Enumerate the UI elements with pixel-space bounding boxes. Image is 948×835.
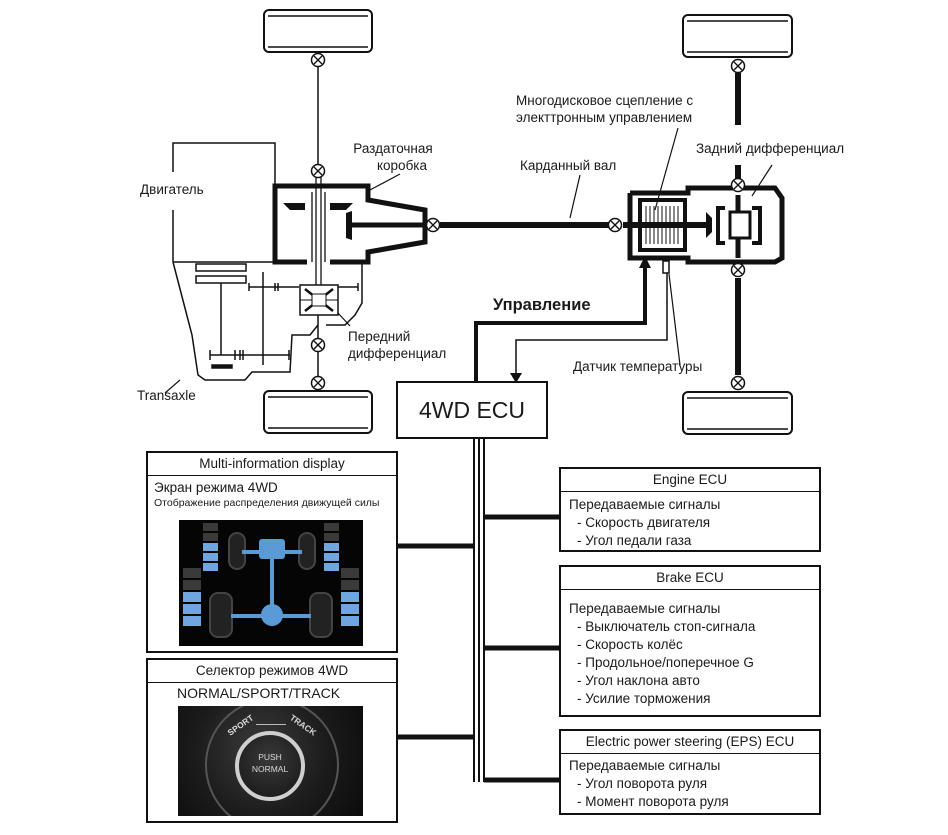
label-front-differential: Передний дифференциал (348, 328, 446, 362)
torque-bar-segment (203, 553, 218, 561)
brake-ecu-signal: - Продольное/поперечное G (577, 655, 754, 670)
engine-ecu-signal: - Скорость двигателя (577, 515, 711, 530)
universal-joint-icon (730, 177, 746, 193)
universal-joint-icon (310, 375, 326, 391)
transaxle (172, 261, 363, 381)
push-normal-line1: PUSH (258, 752, 282, 762)
label-clutch-line2: электтронным управлением (516, 110, 693, 125)
label-transfer-case-line1: Раздаточная (353, 141, 433, 156)
universal-joint-icon (607, 217, 623, 233)
front-left-wheel (263, 9, 373, 53)
eps-ecu-signal: - Момент поворота руля (577, 794, 729, 809)
display-transfer-unit (259, 539, 285, 559)
eps-ecu-signal: - Угол поворота руля (577, 776, 708, 791)
label-front-differential-line1: Передний (348, 329, 411, 344)
4wd-ecu-box: 4WD ECU (396, 381, 548, 439)
engine-ecu-title: Engine ECU (561, 469, 819, 492)
transfer-case (272, 183, 428, 265)
eps-ecu-heading: Передаваемые сигналы (569, 758, 721, 773)
universal-joint-icon (730, 375, 746, 391)
label-front-differential-line2: дифференциал (348, 346, 447, 361)
label-engine: Двигатель (140, 182, 204, 197)
brake-ecu-title: Brake ECU (561, 567, 819, 590)
push-normal-line2: NORMAL (251, 764, 289, 774)
brake-ecu-box: Brake ECU Передаваемые сигналы - Выключа… (559, 565, 821, 717)
brake-ecu-signal: - Скорость колёс (577, 637, 683, 652)
torque-bar-segment (324, 563, 339, 571)
eps-ecu-title: Electric power steering (EPS) ECU (561, 731, 819, 754)
torque-bar-segment (183, 616, 201, 626)
torque-bar-segment (324, 533, 339, 541)
torque-bar-segment (341, 616, 359, 626)
mode-selector-dial[interactable]: SPORT TRACK PUSH NORMAL (178, 706, 363, 816)
universal-joint-icon (425, 217, 441, 233)
torque-bar-segment (203, 563, 218, 571)
rear-drive-unit (623, 185, 785, 265)
push-normal-button[interactable]: PUSH NORMAL (235, 731, 305, 801)
display-tire-rear-left (209, 592, 233, 638)
torque-bar-segment (324, 543, 339, 551)
universal-joint-icon (730, 262, 746, 278)
torque-bar-segment (183, 580, 201, 590)
label-temperature-sensor: Датчик температуры (573, 359, 703, 374)
torque-bar-segment (341, 580, 359, 590)
dial-outer-ring (205, 706, 339, 816)
front-right-wheel (263, 390, 373, 434)
clutch-plates (645, 206, 679, 244)
brake-ecu-signal: - Угол наклона авто (577, 673, 700, 688)
torque-bar-segment (203, 523, 218, 531)
universal-joint-icon (310, 52, 326, 68)
torque-distribution-caption: Отображение распределения движущей силы (154, 497, 380, 509)
torque-bar-segment (324, 553, 339, 561)
brake-ecu-signal: - Усилие торможения (577, 691, 711, 706)
universal-joints (310, 52, 746, 391)
leader-lines (164, 127, 773, 394)
label-rear-differential: Задний дифференциал (696, 141, 845, 156)
torque-distribution-screen (179, 520, 363, 646)
label-clutch-line1: Многодисковое сцепление с (516, 93, 694, 108)
mode-selector-title: Селектор режимов 4WD (148, 660, 396, 683)
label-control: Управление (493, 296, 591, 314)
label-clutch: Многодисковое сцепление с электтронным у… (516, 92, 693, 126)
display-propeller-shaft (270, 558, 274, 610)
rear-left-wheel (682, 14, 793, 58)
multi-info-display-title: Multi-information display (148, 453, 396, 476)
front-differential (299, 284, 339, 316)
torque-bar-segment (203, 533, 218, 541)
torque-bar-segment (324, 523, 339, 531)
label-transaxle: Transaxle (137, 388, 196, 403)
torque-bar-segment (183, 568, 201, 578)
temperature-sensor (662, 260, 670, 274)
torque-bar-segment (183, 592, 201, 602)
label-transfer-case: Раздаточная коробка (348, 140, 438, 174)
engine (172, 142, 300, 263)
temperature-signal-line (515, 273, 668, 377)
torque-bar-segment (183, 604, 201, 614)
rear-right-wheel (682, 391, 793, 435)
engine-ecu-box: Engine ECU Передаваемые сигналы - Скорос… (559, 467, 821, 552)
label-propeller-shaft: Карданный вал (520, 158, 617, 173)
eps-ecu-box: Electric power steering (EPS) ECU Переда… (559, 729, 821, 815)
label-transfer-case-line2: коробка (376, 158, 428, 173)
display-tire-rear-right (309, 592, 333, 638)
mode-screen-title: Экран режима 4WD (154, 480, 278, 495)
display-rear-differential (261, 604, 283, 626)
torque-bar-segment (341, 592, 359, 602)
universal-joint-icon (310, 163, 326, 179)
engine-ecu-heading: Передаваемые сигналы (569, 497, 721, 512)
4wd-ecu-title: 4WD ECU (418, 396, 526, 423)
brake-ecu-heading: Передаваемые сигналы (569, 601, 721, 616)
torque-bar-segment (341, 604, 359, 614)
control-line (474, 256, 651, 381)
torque-bar-segment (341, 568, 359, 578)
universal-joint-icon (310, 337, 326, 353)
universal-joint-icon (730, 58, 746, 74)
engine-ecu-signal: - Угол педали газа (577, 533, 692, 548)
can-bus (398, 439, 561, 783)
dial-arrow-line (256, 724, 286, 725)
torque-bar-segment (203, 543, 218, 551)
mode-selector-modes: NORMAL/SPORT/TRACK (177, 685, 341, 701)
brake-ecu-signal: - Выключатель стоп-сигнала (577, 619, 756, 634)
